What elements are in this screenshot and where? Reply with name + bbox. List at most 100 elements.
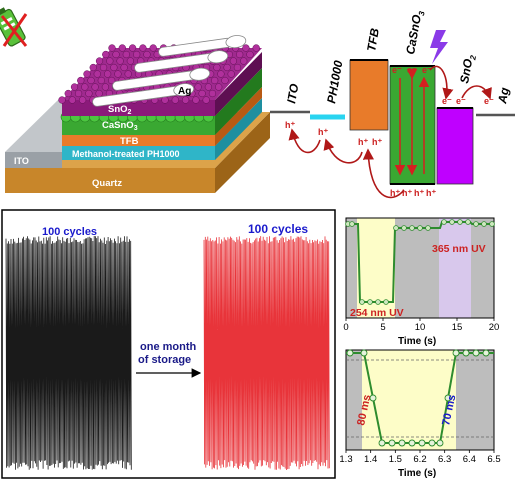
speed-tick-label: 6.2 <box>413 454 426 465</box>
speed-marker <box>472 349 480 357</box>
band-tfb-label: TFB <box>364 27 382 53</box>
ito-label: ITO <box>14 156 29 166</box>
speed-marker <box>360 349 368 357</box>
pedot-label: Methanol-treated PH1000 <box>72 149 180 159</box>
sno2-bead <box>108 76 116 85</box>
hole-transfer-arrow <box>288 128 321 154</box>
response-tick-label: 20 <box>489 322 500 333</box>
response-marker <box>441 219 447 225</box>
sno2-bead <box>85 89 93 98</box>
casno3-label: CaSnO3 <box>102 120 138 132</box>
sno2-bead <box>91 83 99 91</box>
sno2-bead <box>133 50 141 59</box>
tfb-band <box>349 59 389 131</box>
sno2-band <box>436 107 474 185</box>
response-marker <box>359 299 365 305</box>
pedot-side <box>215 98 262 160</box>
sno2-bead <box>102 50 110 59</box>
band-ph1000-label: PH1000 <box>324 59 345 104</box>
sno2-bead <box>223 63 231 72</box>
sno2-bead <box>64 89 72 98</box>
speed-marker <box>436 439 444 447</box>
sno2-bead <box>171 96 179 104</box>
sno2-bead <box>112 50 120 59</box>
speed-marker <box>378 439 386 447</box>
electron-label: e⁻ <box>442 96 452 106</box>
sno2-bead <box>97 76 105 85</box>
tfb-layer <box>62 135 215 146</box>
response-marker <box>449 219 455 225</box>
speed-tick-label: 1.4 <box>364 454 377 465</box>
speed-uv-region <box>362 350 456 450</box>
storage-label-line1: one month <box>140 341 196 353</box>
casno3-side <box>215 68 262 135</box>
response-marker <box>367 299 373 305</box>
ito-layer <box>5 152 62 168</box>
electron-label: e⁻ <box>456 96 466 106</box>
response-marker <box>417 225 423 231</box>
sno2-bead <box>246 50 254 59</box>
cycles-before-trace <box>5 235 132 470</box>
response-marker <box>349 221 355 227</box>
electron-transfer-arrow <box>461 85 492 100</box>
ag-electrodes <box>92 35 247 107</box>
sno2-bead <box>106 57 114 65</box>
response-marker <box>383 299 389 305</box>
uv365-label: 365 nm UV <box>432 243 486 255</box>
sno2-bead <box>124 70 132 78</box>
speed-marker <box>462 349 470 357</box>
storage-label-line2: of storage <box>138 354 191 366</box>
hole-transfer-arrow <box>362 148 405 199</box>
sno2-bead <box>227 70 235 78</box>
sno2-side <box>215 52 262 116</box>
band-ito-label: ITO <box>284 82 301 105</box>
speed-tick-label: 1.3 <box>339 454 352 465</box>
pedot-layer <box>62 146 215 160</box>
sno2-bead <box>126 57 135 65</box>
sno2-bead <box>114 70 122 78</box>
sno2-bead <box>128 44 137 52</box>
response-marker <box>481 221 487 227</box>
sno2-bead <box>95 89 103 98</box>
ag-finger <box>158 35 247 57</box>
hole-label: h⁺ <box>358 137 368 147</box>
response-marker <box>457 219 463 225</box>
electron-label: e⁻ <box>484 96 494 106</box>
speed-marker <box>408 439 416 447</box>
tfb-side <box>215 87 262 146</box>
hole-label: h⁺ <box>372 137 382 147</box>
sno2-bead <box>149 44 157 52</box>
sno2-bead <box>74 89 83 98</box>
cycles-panel: 100 cycles 100 cycles one month of stora… <box>1 209 336 479</box>
response-tick-label: 0 <box>343 322 348 333</box>
speed-markers <box>346 349 490 447</box>
sno2-bead <box>143 50 151 59</box>
prohibit-line-icon <box>2 13 28 47</box>
sno2-bead <box>233 63 242 72</box>
speed-marker <box>388 439 396 447</box>
sno2-bead <box>198 89 206 98</box>
sno2-bead <box>83 70 91 78</box>
speed-tick-label: 6.5 <box>487 454 500 465</box>
sno2-bead <box>110 63 118 72</box>
sno2-bead <box>204 83 213 91</box>
ag-finger <box>112 67 211 91</box>
sno2-bead <box>194 83 202 91</box>
uv-lightning-icon <box>430 30 448 64</box>
speed-marker <box>369 394 377 402</box>
hole-label: h⁺ <box>285 120 295 130</box>
response-marker <box>473 221 479 227</box>
sno2-label: SnO2 <box>108 104 132 116</box>
sno2-bead <box>217 70 225 78</box>
speed-marker <box>418 439 426 447</box>
speed-marker <box>444 394 452 402</box>
response-xlabel: Time (s) <box>398 336 436 347</box>
sno2-bead <box>211 76 219 85</box>
cycles-before-label: 100 cycles <box>42 226 97 238</box>
hole-label: h⁺ <box>390 188 400 198</box>
sno2-bead <box>202 96 210 104</box>
